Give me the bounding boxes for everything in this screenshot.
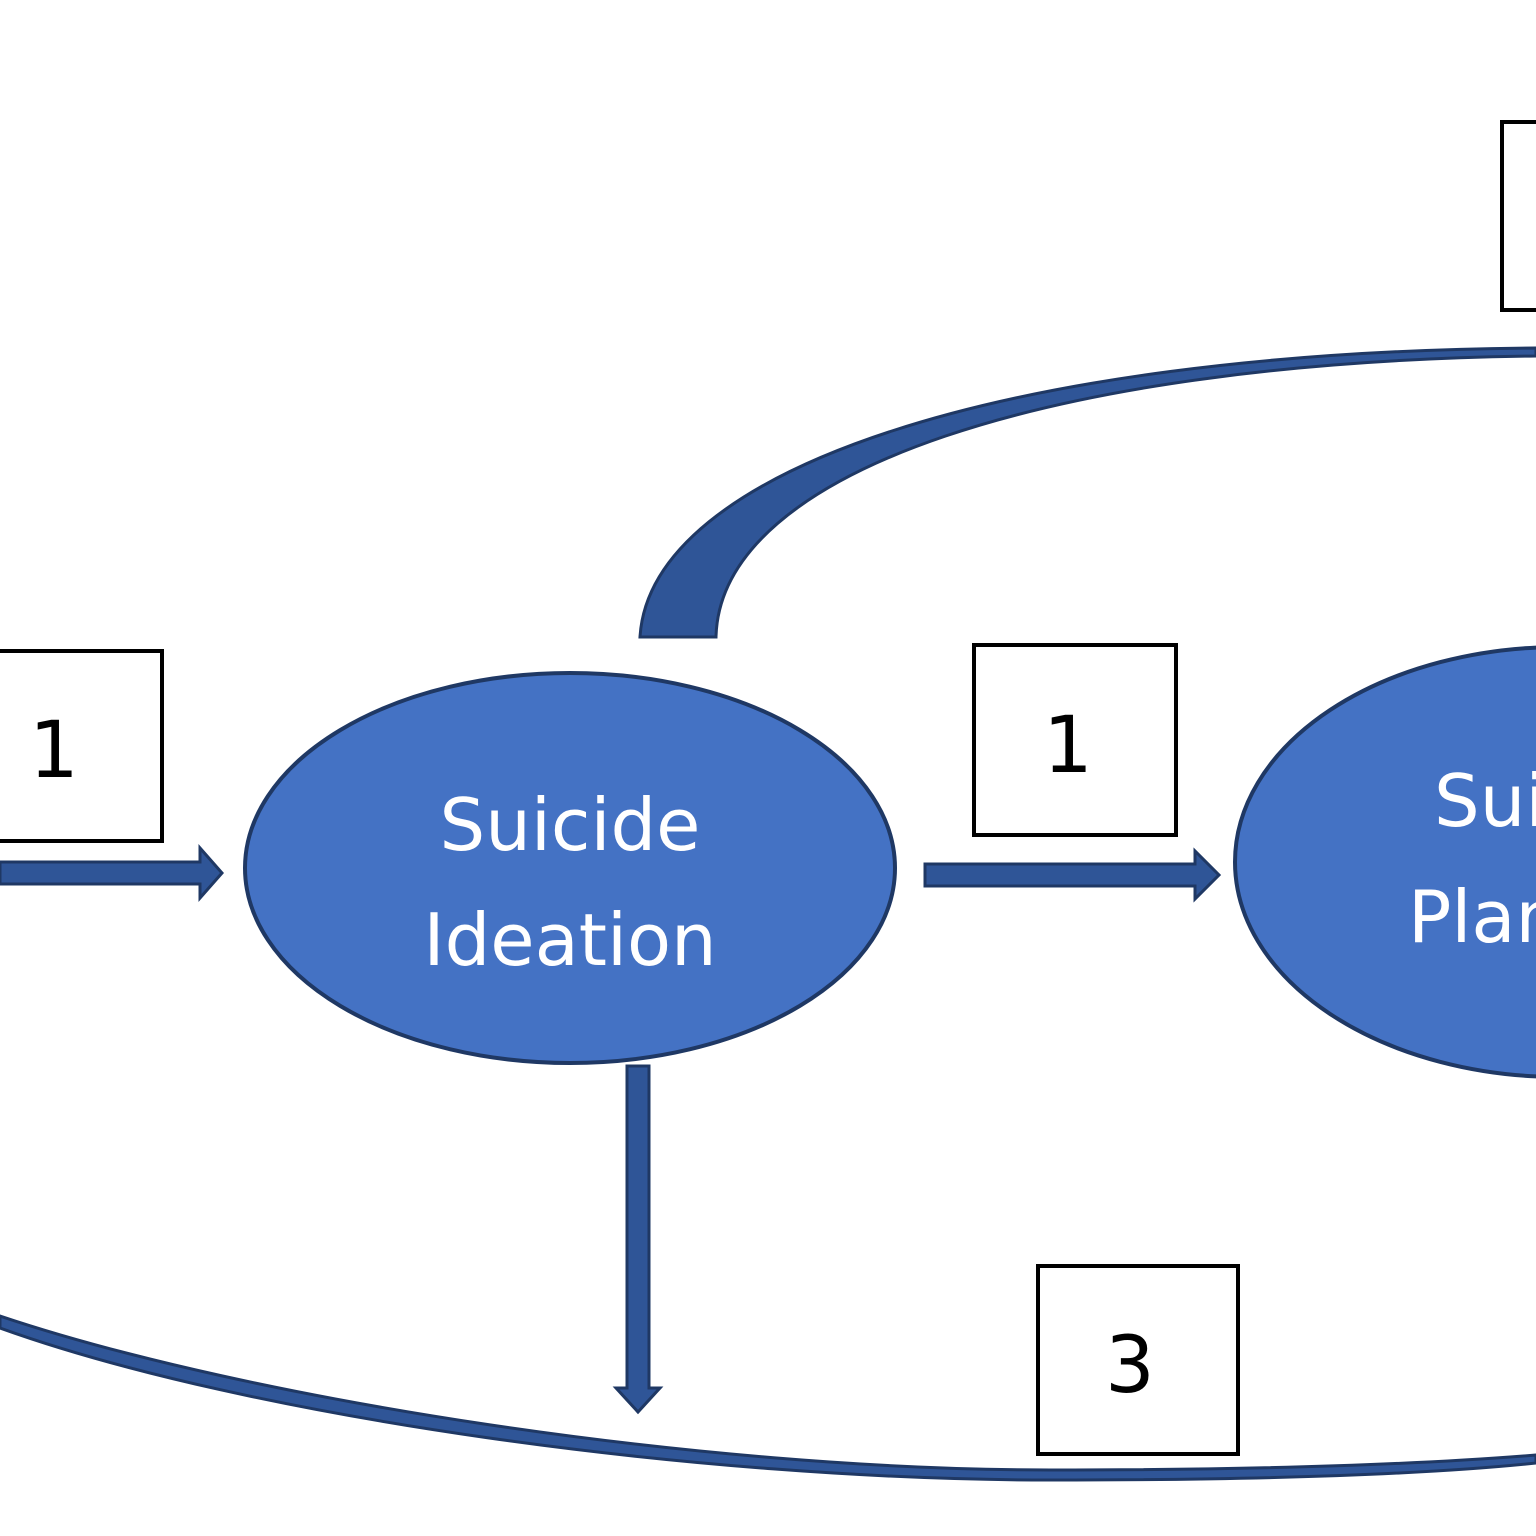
node-label-line1: Suicide — [1434, 759, 1536, 843]
label-box-value: 1 — [29, 706, 79, 796]
arrow-ideation-down — [612, 1064, 664, 1415]
label-box-value: 1 — [1043, 701, 1093, 791]
arrow-ideation-to-plan — [923, 847, 1222, 903]
node-ellipse — [1233, 645, 1536, 1079]
curved-arrow-ideation-to-top-right — [638, 346, 1536, 639]
label-box-value: 3 — [1105, 1321, 1155, 1411]
node-label-line2: Ideation — [423, 898, 716, 982]
curved-arrow-bottom-long — [0, 1314, 1536, 1482]
label-box-frame — [1500, 120, 1536, 312]
label-box-middle: 1 — [972, 643, 1178, 837]
node-suicide-plan: Suicide Plan — [1233, 645, 1536, 1079]
node-label-line2: Plan — [1408, 875, 1536, 959]
arrow-left-to-ideation — [0, 844, 224, 902]
label-box-left: 1 — [0, 649, 164, 843]
node-ellipse — [243, 671, 897, 1065]
node-label-line1: Suicide — [440, 783, 701, 867]
label-box-top-right — [1500, 120, 1536, 312]
label-box-frame — [0, 649, 164, 843]
node-suicide-ideation: Suicide Ideation — [243, 671, 897, 1065]
label-box-bottom: 3 — [1036, 1264, 1240, 1456]
label-box-frame — [972, 643, 1178, 837]
label-box-frame — [1036, 1264, 1240, 1456]
